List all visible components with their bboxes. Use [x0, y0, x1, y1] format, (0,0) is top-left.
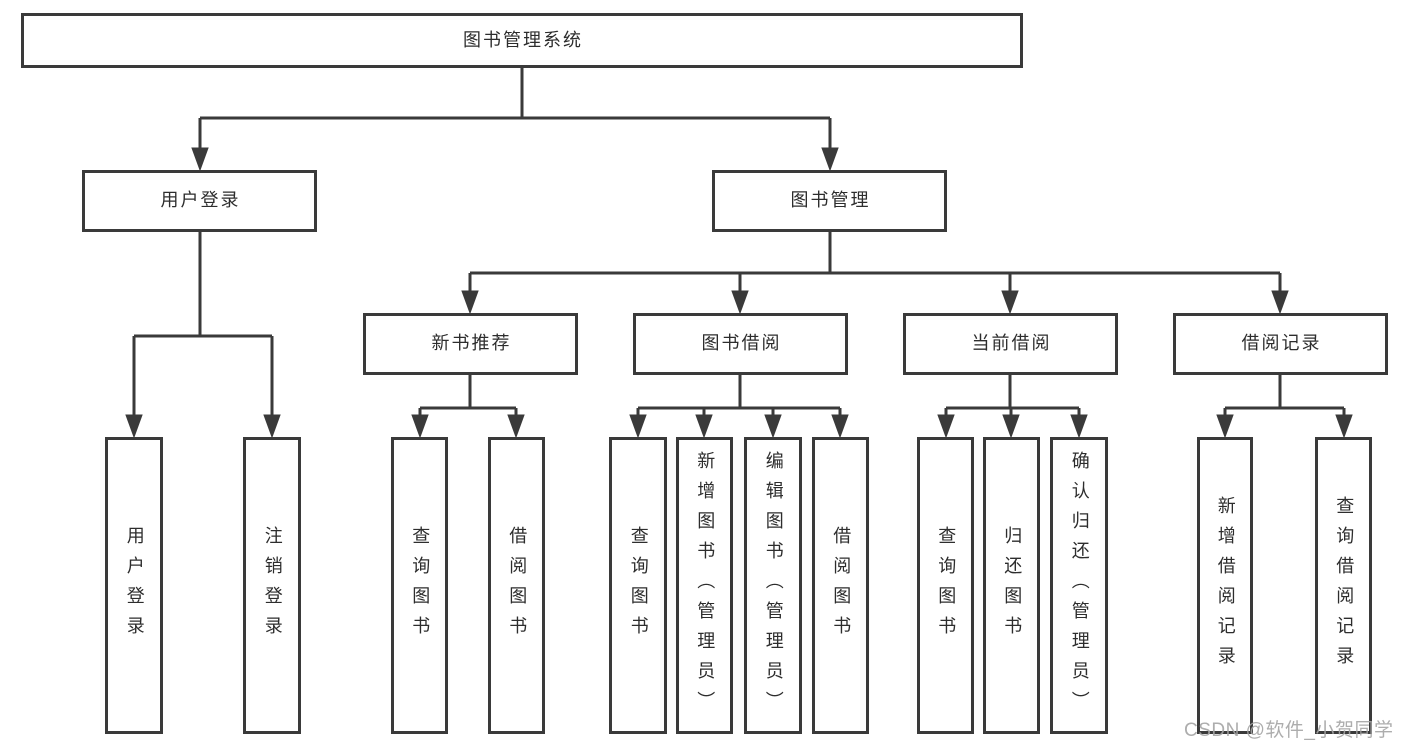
arrowhead [125, 414, 143, 439]
arrowhead [1216, 414, 1234, 439]
connector-book-management-to-modules [461, 232, 1289, 315]
leaf-records-add-borrow-record: 新增借阅记录 [1197, 437, 1253, 734]
leaf-recommend-borrow-books: 借阅图书 [488, 437, 545, 734]
node-borrow-records: 借阅记录 [1173, 313, 1388, 375]
watermark-text: CSDN @软件_小贺同学 [1184, 720, 1394, 741]
leaf-borrowing-add-books-admin: 新增图书（管理员） [676, 437, 733, 734]
connector-new-book-recommend-to-leaves [411, 375, 525, 439]
arrowhead [1001, 290, 1019, 315]
arrowhead [507, 414, 525, 439]
leaf-borrowing-borrow-books: 借阅图书 [812, 437, 869, 734]
arrowhead [1070, 414, 1088, 439]
arrowhead [695, 414, 713, 439]
leaf-user-login: 用户登录 [105, 437, 163, 734]
arrowhead [764, 414, 782, 439]
arrowhead [831, 414, 849, 439]
leaf-current-query-books: 查询图书 [917, 437, 974, 734]
node-book-borrowing: 图书借阅 [633, 313, 848, 375]
arrowhead [191, 147, 209, 172]
arrowhead [821, 147, 839, 172]
node-current-borrowing: 当前借阅 [903, 313, 1118, 375]
leaf-borrowing-query-books: 查询图书 [609, 437, 667, 734]
connector-user-login-to-leaves [125, 232, 281, 439]
arrowhead [263, 414, 281, 439]
leaf-recommend-query-books: 查询图书 [391, 437, 448, 734]
connector-current-borrowing-to-leaves [937, 375, 1088, 439]
arrowhead [937, 414, 955, 439]
node-root: 图书管理系统 [21, 13, 1023, 68]
node-book-management: 图书管理 [712, 170, 947, 232]
arrowhead [1335, 414, 1353, 439]
leaf-logout-login: 注销登录 [243, 437, 301, 734]
leaf-current-return-books: 归还图书 [983, 437, 1040, 734]
leaf-records-query-borrow-record: 查询借阅记录 [1315, 437, 1372, 734]
arrowhead [629, 414, 647, 439]
node-new-book-recommend: 新书推荐 [363, 313, 578, 375]
connector-book-borrowing-to-leaves [629, 375, 849, 439]
leaf-current-confirm-return-admin: 确认归还（管理员） [1050, 437, 1108, 734]
arrowhead [1271, 290, 1289, 315]
node-user-login: 用户登录 [82, 170, 317, 232]
arrowhead [411, 414, 429, 439]
arrowhead [1002, 414, 1020, 439]
arrowhead [731, 290, 749, 315]
connector-root-to-level2 [191, 68, 839, 172]
arrowhead [461, 290, 479, 315]
connector-borrow-records-to-leaves [1216, 375, 1353, 439]
leaf-borrowing-edit-books-admin: 编辑图书（管理员） [744, 437, 802, 734]
